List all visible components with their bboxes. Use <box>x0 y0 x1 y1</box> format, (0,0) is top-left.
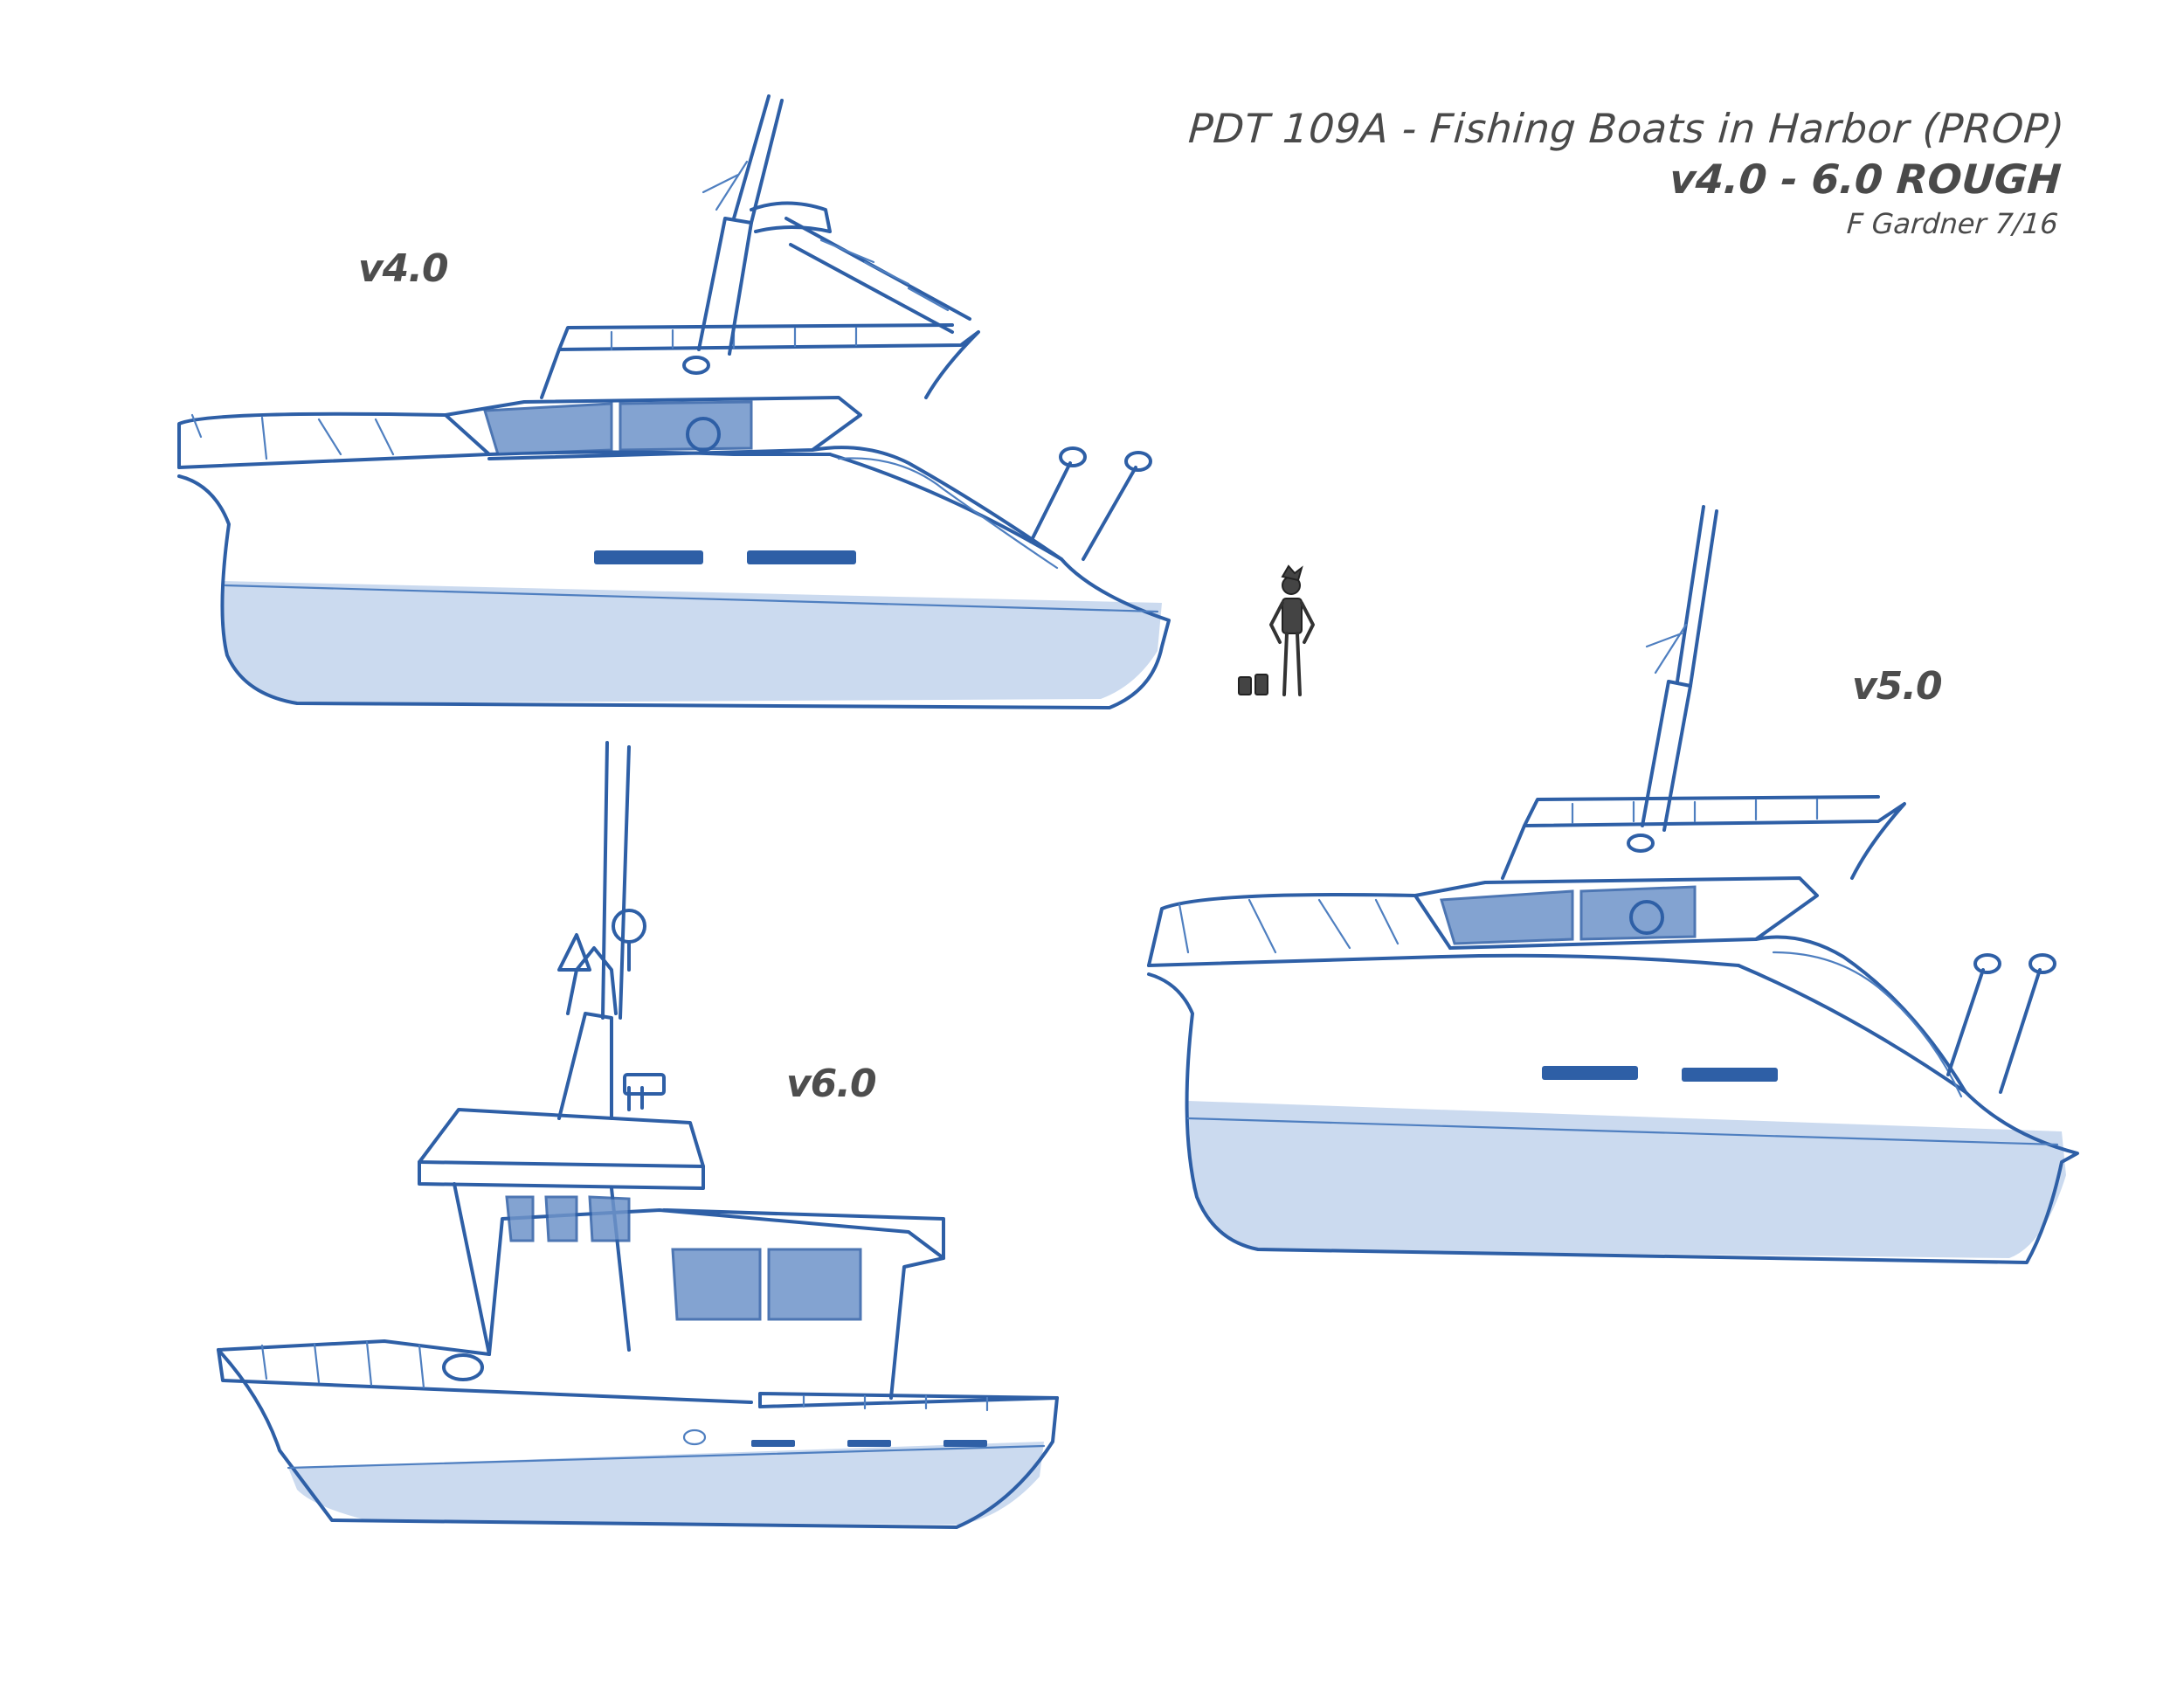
boat-v5-sketch <box>1147 505 2079 1264</box>
label-v6: v6.0 <box>786 1062 877 1106</box>
label-v4: v4.0 <box>358 246 449 291</box>
boat-v6-sketch <box>217 741 1059 1529</box>
label-v5: v5.0 <box>1852 664 1943 709</box>
boat-v4-sketch <box>177 94 1171 709</box>
scale-figure <box>1238 564 1315 696</box>
